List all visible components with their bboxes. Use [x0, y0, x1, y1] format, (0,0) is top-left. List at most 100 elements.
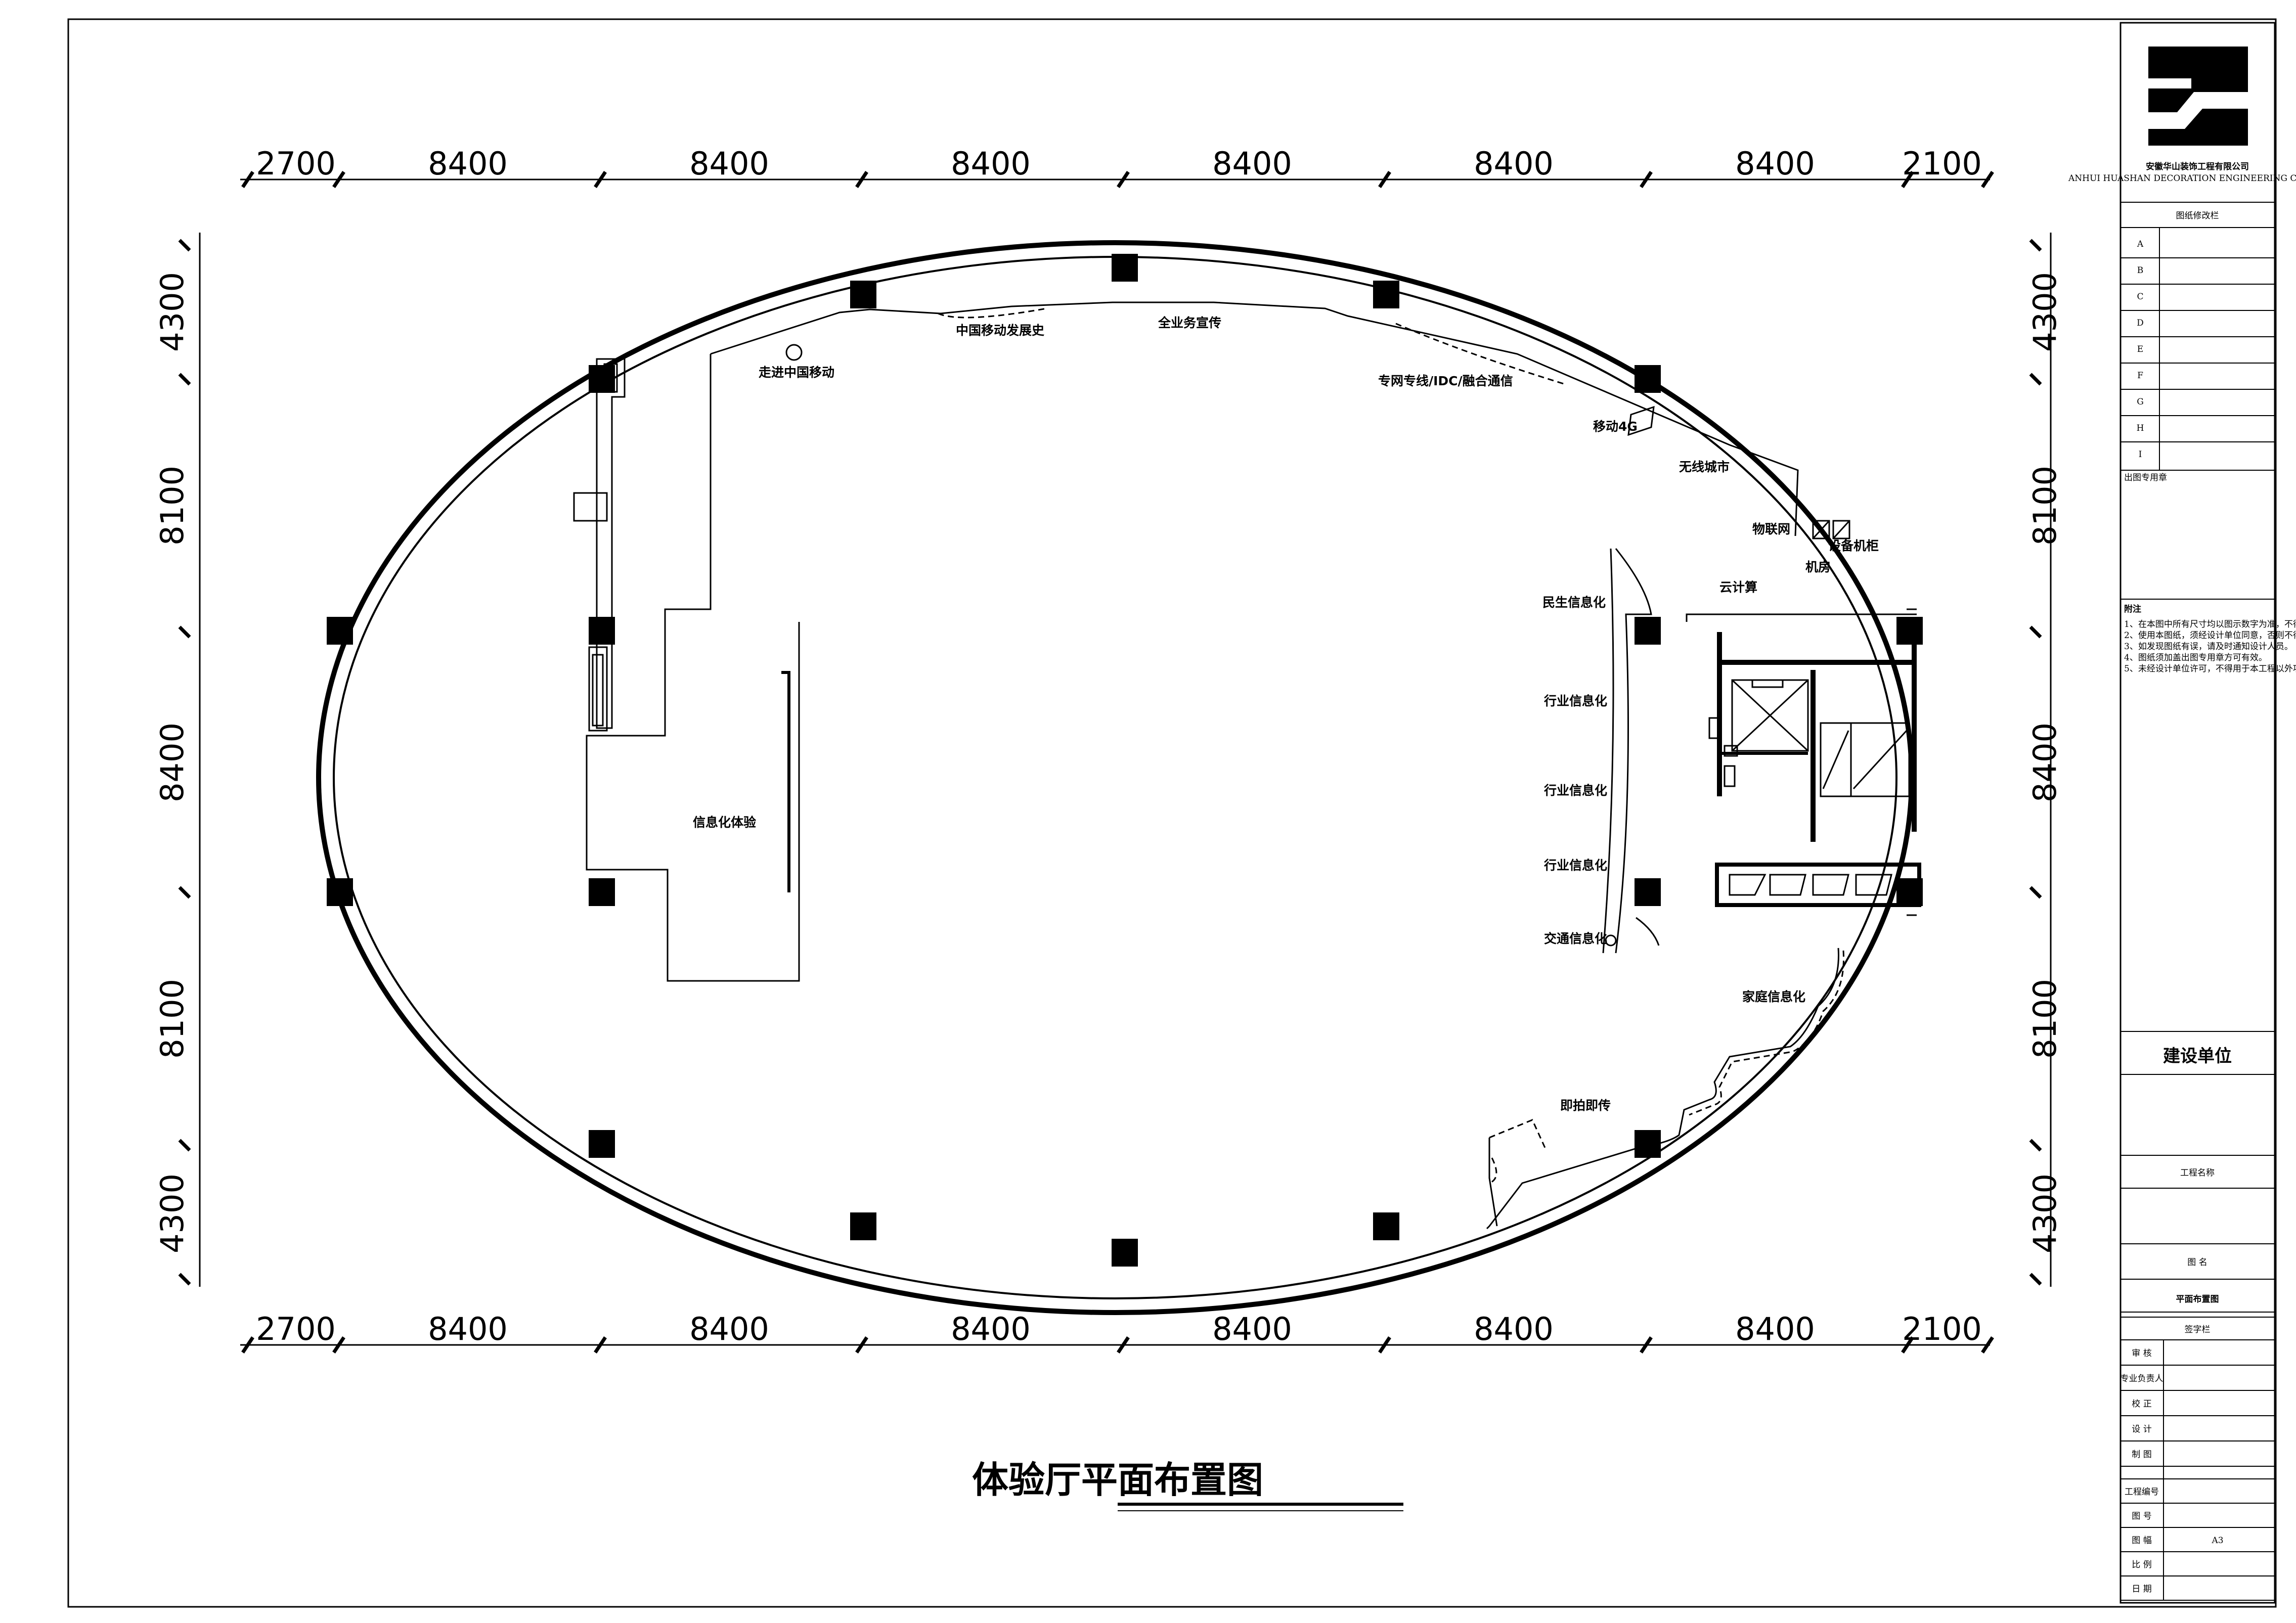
- dimension-labels-right: 4300 8100 8400 8100 4300: [2026, 272, 2063, 1253]
- note-line: 2、使用本图纸，须经设计单位同意，否则不得复制或转让。: [2124, 630, 2296, 641]
- note-line: 3、如发现图纸有误，请及时通知设计人员。: [2124, 642, 2293, 652]
- dim-bottom-7: 8400: [1735, 1311, 1815, 1347]
- sign-row: 专业负责人: [2121, 1374, 2163, 1384]
- note-line: 5、未经设计单位许可，不得用于本工程以外项目。: [2124, 664, 2296, 674]
- zone-industry-2: 行业信息化: [1543, 783, 1607, 798]
- revision-row: D: [2137, 318, 2144, 328]
- dim-left-5: 4300: [154, 1174, 191, 1253]
- revision-row: F: [2137, 371, 2143, 381]
- dim-top-5: 8400: [1212, 145, 1292, 182]
- revision-row: A: [2137, 239, 2144, 249]
- column: [1635, 617, 1661, 645]
- dim-bottom-1: 2700: [256, 1311, 336, 1347]
- revision-header: 图纸修改栏: [2176, 211, 2219, 221]
- zone-private-line: 专网专线/IDC/融合通信: [1378, 374, 1513, 388]
- zone-walk-into: 走进中国移动: [759, 365, 834, 380]
- interior-walls: [573, 301, 1921, 1230]
- dim-bottom-5: 8400: [1212, 1311, 1292, 1347]
- company-name: 安徽华山装饰工程有限公司: [2146, 161, 2249, 172]
- zone-labels: 走进中国移动 中国移动发展史 全业务宣传 专网专线/IDC/融合通信 移动4G …: [693, 315, 1879, 1113]
- sheet-border: [67, 18, 2277, 1608]
- zone-industry-1: 行业信息化: [1543, 694, 1607, 708]
- info-label: 比 例: [2132, 1560, 2151, 1570]
- notes-header: 附注: [2124, 604, 2141, 614]
- info-label: 工程编号: [2125, 1487, 2159, 1497]
- column: [1896, 617, 1923, 645]
- dim-top-1: 2700: [256, 145, 336, 182]
- drawing-title: 体验厅平面布置图: [972, 1459, 1263, 1501]
- company-logo: [2148, 47, 2248, 146]
- column: [1635, 365, 1661, 393]
- outer-wall: [316, 240, 1914, 1315]
- zone-home: 家庭信息化: [1742, 989, 1805, 1004]
- column: [850, 281, 876, 308]
- dim-bottom-4: 8400: [951, 1311, 1031, 1347]
- column: [589, 878, 615, 906]
- note-line: 4、图纸须加盖出图专用章方可有效。: [2124, 653, 2267, 663]
- revision-row: B: [2137, 265, 2144, 276]
- dimension-labels-top: 2700 8400 8400 8400 8400 8400 8400 2100: [256, 145, 1982, 182]
- title-block-frame: [2120, 22, 2276, 1604]
- dim-bottom-3: 8400: [689, 1311, 769, 1347]
- column: [1112, 1239, 1138, 1267]
- column: [327, 617, 353, 645]
- title-block: 安徽华山装饰工程有限公司 ANHUI HUASHAN DECORATION EN…: [2068, 22, 2296, 1604]
- column: [589, 1130, 615, 1158]
- drawing-name: 平面布置图: [2176, 1294, 2219, 1304]
- column: [1635, 878, 1661, 906]
- client-label: 建设单位: [2163, 1046, 2232, 1066]
- dim-left-4: 8100: [154, 979, 191, 1059]
- revision-row: I: [2139, 449, 2142, 460]
- drawing-name-label: 图 名: [2187, 1257, 2207, 1268]
- dim-top-6: 8400: [1474, 145, 1554, 182]
- dim-top-8: 2100: [1902, 145, 1982, 182]
- sign-row: 校 正: [2132, 1399, 2151, 1409]
- column: [1373, 281, 1399, 308]
- zone-info-experience: 信息化体验: [693, 815, 756, 830]
- dimension-labels-left: 4300 8100 8400 8100 4300: [154, 272, 191, 1253]
- dim-top-7: 8400: [1735, 145, 1815, 182]
- note-line: 1、在本图中所有尺寸均以图示数字为准，不得直接量取。: [2124, 619, 2296, 629]
- zone-wireless-city: 无线城市: [1679, 460, 1730, 474]
- dim-top-3: 8400: [689, 145, 769, 182]
- zone-full-service: 全业务宣传: [1158, 315, 1221, 330]
- zone-livelihood: 民生信息化: [1542, 595, 1606, 610]
- dim-left-1: 4300: [154, 272, 191, 352]
- dim-left-3: 8400: [154, 723, 191, 802]
- dim-right-3: 8400: [2026, 723, 2063, 802]
- zone-transport: 交通信息化: [1544, 931, 1607, 946]
- info-label: 图 号: [2132, 1511, 2151, 1521]
- sign-row: 制 图: [2132, 1450, 2151, 1460]
- zone-industry-3: 行业信息化: [1543, 858, 1607, 873]
- zone-history: 中国移动发展史: [956, 323, 1045, 338]
- revision-row: E: [2137, 344, 2143, 354]
- column: [1373, 1212, 1399, 1240]
- column: [589, 617, 615, 645]
- revision-row: H: [2137, 423, 2144, 433]
- project-label: 工程名称: [2180, 1168, 2215, 1178]
- dimension-lines: [178, 171, 2052, 1354]
- dim-right-4: 8100: [2026, 979, 2063, 1059]
- dim-bottom-8: 2100: [1902, 1311, 1982, 1347]
- dim-right-1: 4300: [2026, 272, 2063, 352]
- zone-device-label: 设备机柜: [1828, 538, 1879, 553]
- info-label: 日 期: [2132, 1584, 2151, 1594]
- dim-right-5: 4300: [2026, 1174, 2063, 1253]
- structural-columns: [327, 254, 1923, 1267]
- zone-mobile-4g: 移动4G: [1593, 419, 1638, 434]
- column: [589, 365, 615, 393]
- column: [1112, 254, 1138, 282]
- dim-bottom-6: 8400: [1474, 1311, 1554, 1347]
- sign-header: 签字栏: [2185, 1325, 2211, 1335]
- dim-left-2: 8100: [154, 466, 191, 546]
- revision-row: C: [2137, 292, 2143, 302]
- dim-top-4: 8400: [951, 145, 1031, 182]
- revision-row: G: [2137, 397, 2144, 407]
- info-label: 图 幅: [2132, 1536, 2151, 1546]
- dim-right-2: 8100: [2026, 466, 2063, 546]
- company-name-en: ANHUI HUASHAN DECORATION ENGINEERING CO.…: [2068, 173, 2296, 184]
- dim-top-2: 8400: [428, 145, 508, 182]
- column: [327, 878, 353, 906]
- zone-instant: 即拍即传: [1560, 1098, 1611, 1113]
